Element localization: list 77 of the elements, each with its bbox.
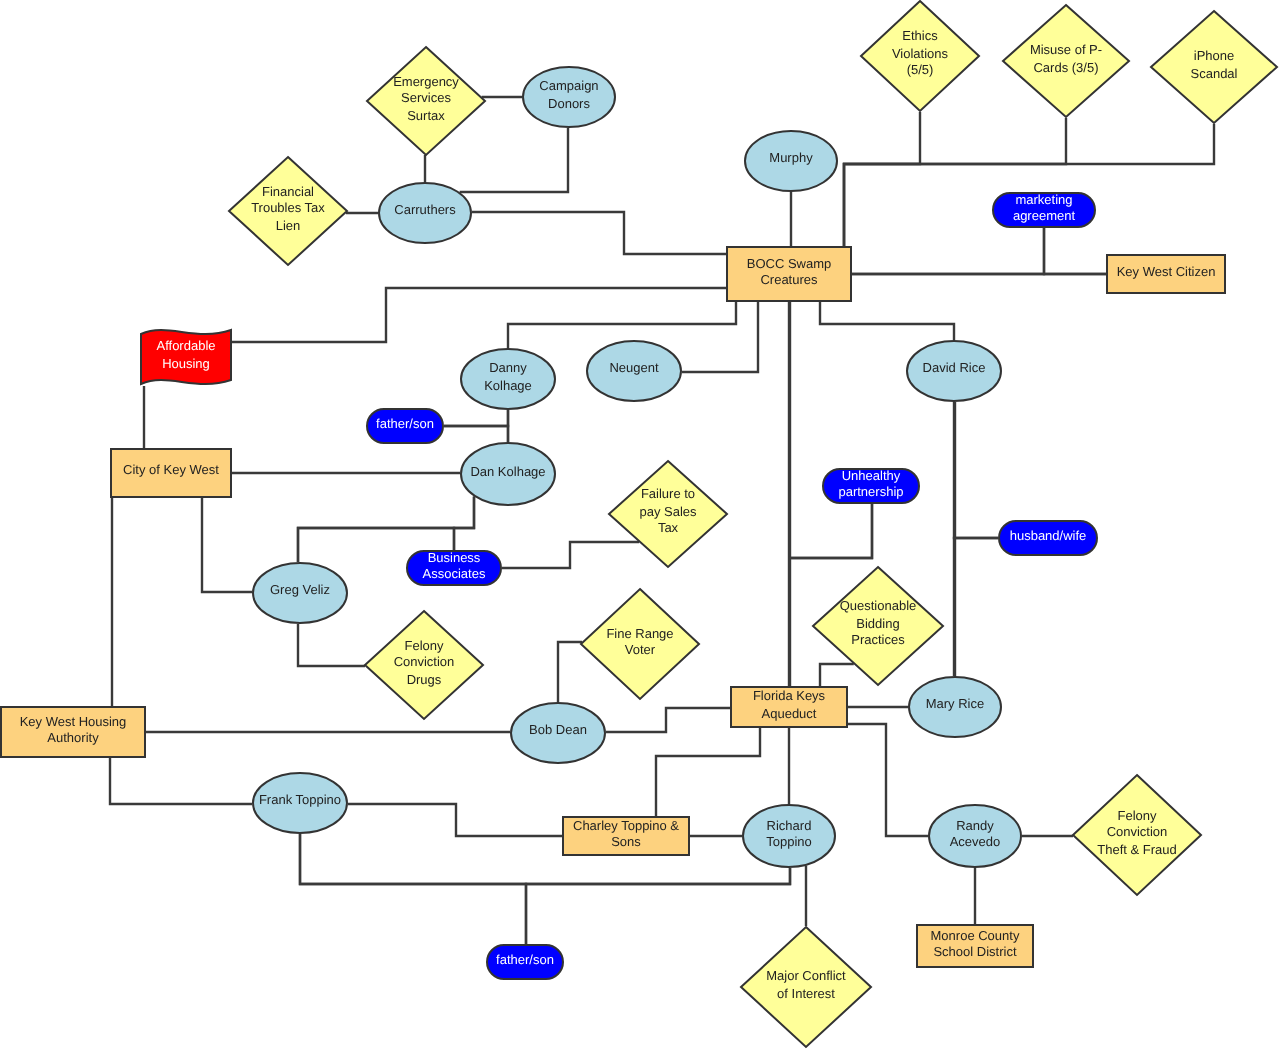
connector-line: [502, 540, 640, 570]
person-ellipse: [378, 182, 472, 244]
relationship-pill: [406, 550, 502, 586]
connector-line: [348, 802, 562, 838]
person-ellipse: [742, 804, 836, 868]
flag-shape: [140, 328, 232, 386]
connector-line: [444, 424, 510, 442]
relationship-pill: [992, 192, 1096, 228]
connector-line: [296, 526, 456, 562]
connector-line: [200, 498, 252, 594]
organization-box: [726, 246, 852, 302]
connector-line: [142, 386, 146, 448]
connector-line: [232, 286, 726, 344]
person-ellipse: [906, 340, 1002, 402]
person-ellipse: [522, 66, 616, 128]
connector-line: [345, 211, 378, 215]
connector-line: [818, 302, 956, 340]
issue-diamond: [366, 46, 486, 156]
connector-line: [232, 471, 460, 475]
connector-line: [789, 192, 793, 246]
relationship-pill: [486, 944, 564, 980]
connector-line: [108, 758, 252, 806]
connector-line: [1022, 834, 1073, 838]
connector-line: [296, 624, 365, 668]
issue-diamond: [1150, 10, 1278, 124]
relationship-pill: [998, 520, 1098, 556]
person-ellipse: [586, 340, 682, 402]
organization-box: [110, 448, 232, 498]
issue-diamond: [228, 156, 348, 266]
connector-line: [110, 498, 114, 706]
organization-box: [916, 924, 1034, 968]
connector-line: [506, 302, 738, 348]
person-ellipse: [908, 676, 1002, 738]
organization-box: [1106, 254, 1226, 294]
issue-diamond: [740, 926, 872, 1048]
issue-diamond: [860, 0, 980, 112]
connector-line: [654, 728, 762, 816]
connector-line: [787, 728, 791, 804]
organization-box: [562, 816, 690, 856]
person-ellipse: [460, 348, 556, 410]
connector-line: [298, 834, 792, 886]
connector-line: [842, 124, 1216, 246]
connector-line: [952, 536, 998, 676]
issue-diamond: [812, 566, 944, 686]
connector-line: [423, 155, 427, 182]
connector-line: [973, 868, 977, 924]
issue-diamond: [1072, 774, 1202, 896]
connector-line: [1042, 228, 1106, 276]
connector-line: [690, 834, 742, 838]
relationship-pill: [366, 408, 444, 444]
connector-line: [556, 640, 583, 702]
person-ellipse: [744, 130, 838, 192]
issue-diamond: [364, 610, 484, 720]
person-ellipse: [510, 702, 606, 764]
issue-diamond: [580, 588, 700, 700]
connector-line: [459, 128, 570, 194]
organization-box: [0, 706, 146, 758]
connector-line: [787, 302, 791, 686]
connector-line: [848, 722, 928, 838]
relationship-pill: [822, 468, 920, 504]
person-ellipse: [252, 562, 348, 624]
connector-line: [146, 730, 510, 734]
person-ellipse: [252, 772, 348, 834]
connector-line: [481, 95, 522, 99]
connector-line: [818, 662, 854, 686]
connector-line: [682, 302, 760, 374]
person-ellipse: [928, 804, 1022, 868]
connector-line: [848, 705, 908, 709]
connector-line: [606, 706, 730, 734]
connector-line: [472, 210, 726, 256]
connector-line: [953, 402, 957, 676]
connector-line: [804, 865, 808, 926]
issue-diamond: [608, 460, 728, 568]
issue-diamond: [1002, 4, 1130, 118]
connector-line: [788, 504, 874, 686]
organization-box: [730, 686, 848, 728]
person-ellipse: [460, 442, 556, 506]
